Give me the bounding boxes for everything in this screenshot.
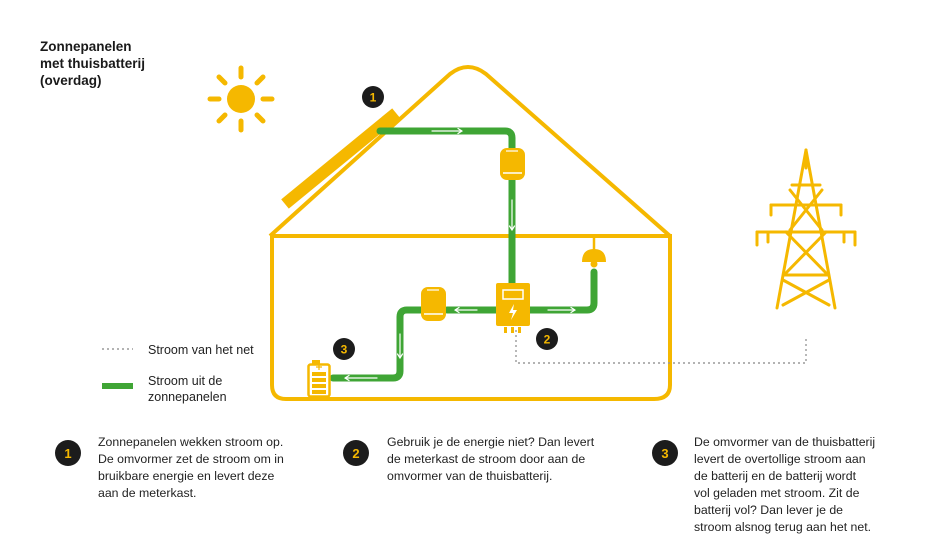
svg-text:1: 1 [370, 91, 377, 105]
step-badge-2: 2 [343, 440, 369, 466]
step-text-1: Zonnepanelen wekken stroom op. De omvorm… [98, 434, 284, 502]
solar-panel-icon [281, 108, 400, 209]
step-line: aan de meterkast. [98, 486, 197, 500]
power-pylon-icon [755, 148, 857, 310]
svg-text:3: 3 [341, 343, 348, 357]
step-badge-1: 1 [55, 440, 81, 466]
title-line: met thuisbatterij [40, 56, 146, 71]
step-text-2: Gebruik je de energie niet? Dan levert d… [387, 434, 594, 485]
step-badge-3: 3 [652, 440, 678, 466]
step-line: bruikbare energie en levert deze [98, 469, 275, 483]
step-text-3: De omvormer van de thuisbatterij levert … [694, 434, 875, 536]
page-title: Zonnepanelen met thuisbatterij (overdag) [40, 38, 180, 89]
title-line: Zonnepanelen [40, 39, 132, 54]
legend-solar-line: Stroom uit de [148, 374, 223, 388]
svg-text:2: 2 [544, 333, 551, 347]
step-line: stroom alsnog terug aan het net. [694, 520, 872, 534]
flow-arrows [343, 127, 577, 382]
battery-inverter-icon [421, 287, 446, 321]
sun-icon [207, 65, 275, 133]
step-line: De omvormer zet de stroom om in [98, 452, 284, 466]
step-line: levert de overtollige stroom aan [694, 452, 866, 466]
step-line: Gebruik je de energie niet? Dan levert [387, 435, 595, 449]
inverter-icon [500, 148, 525, 180]
step-line: batterij vol? Dan lever je de [694, 503, 844, 517]
legend-grid-label: Stroom van het net [148, 343, 254, 357]
diagram-marker-2: 2 [536, 328, 558, 350]
grid-power-line [515, 330, 807, 364]
lamp-icon [582, 236, 606, 268]
legend-solar-line: zonnepanelen [148, 390, 227, 404]
diagram-marker-1: 1 [362, 86, 384, 108]
house-outline [268, 65, 672, 401]
step-line: vol geladen met stroom. Zit de [694, 486, 860, 500]
step-line: De omvormer van de thuisbatterij [694, 435, 876, 449]
battery-icon [307, 360, 331, 398]
diagram-marker-3: 3 [333, 338, 355, 360]
step-line: omvormer van de thuisbatterij. [387, 469, 553, 483]
step-line: de batterij en de batterij wordt [694, 469, 857, 483]
meter-box-icon [496, 283, 530, 333]
legend-solar-label: Stroom uit de zonnepanelen [148, 373, 227, 405]
title-line: (overdag) [40, 73, 102, 88]
step-line: Zonnepanelen wekken stroom op. [98, 435, 284, 449]
step-line: de meterkast de stroom door aan de [387, 452, 586, 466]
